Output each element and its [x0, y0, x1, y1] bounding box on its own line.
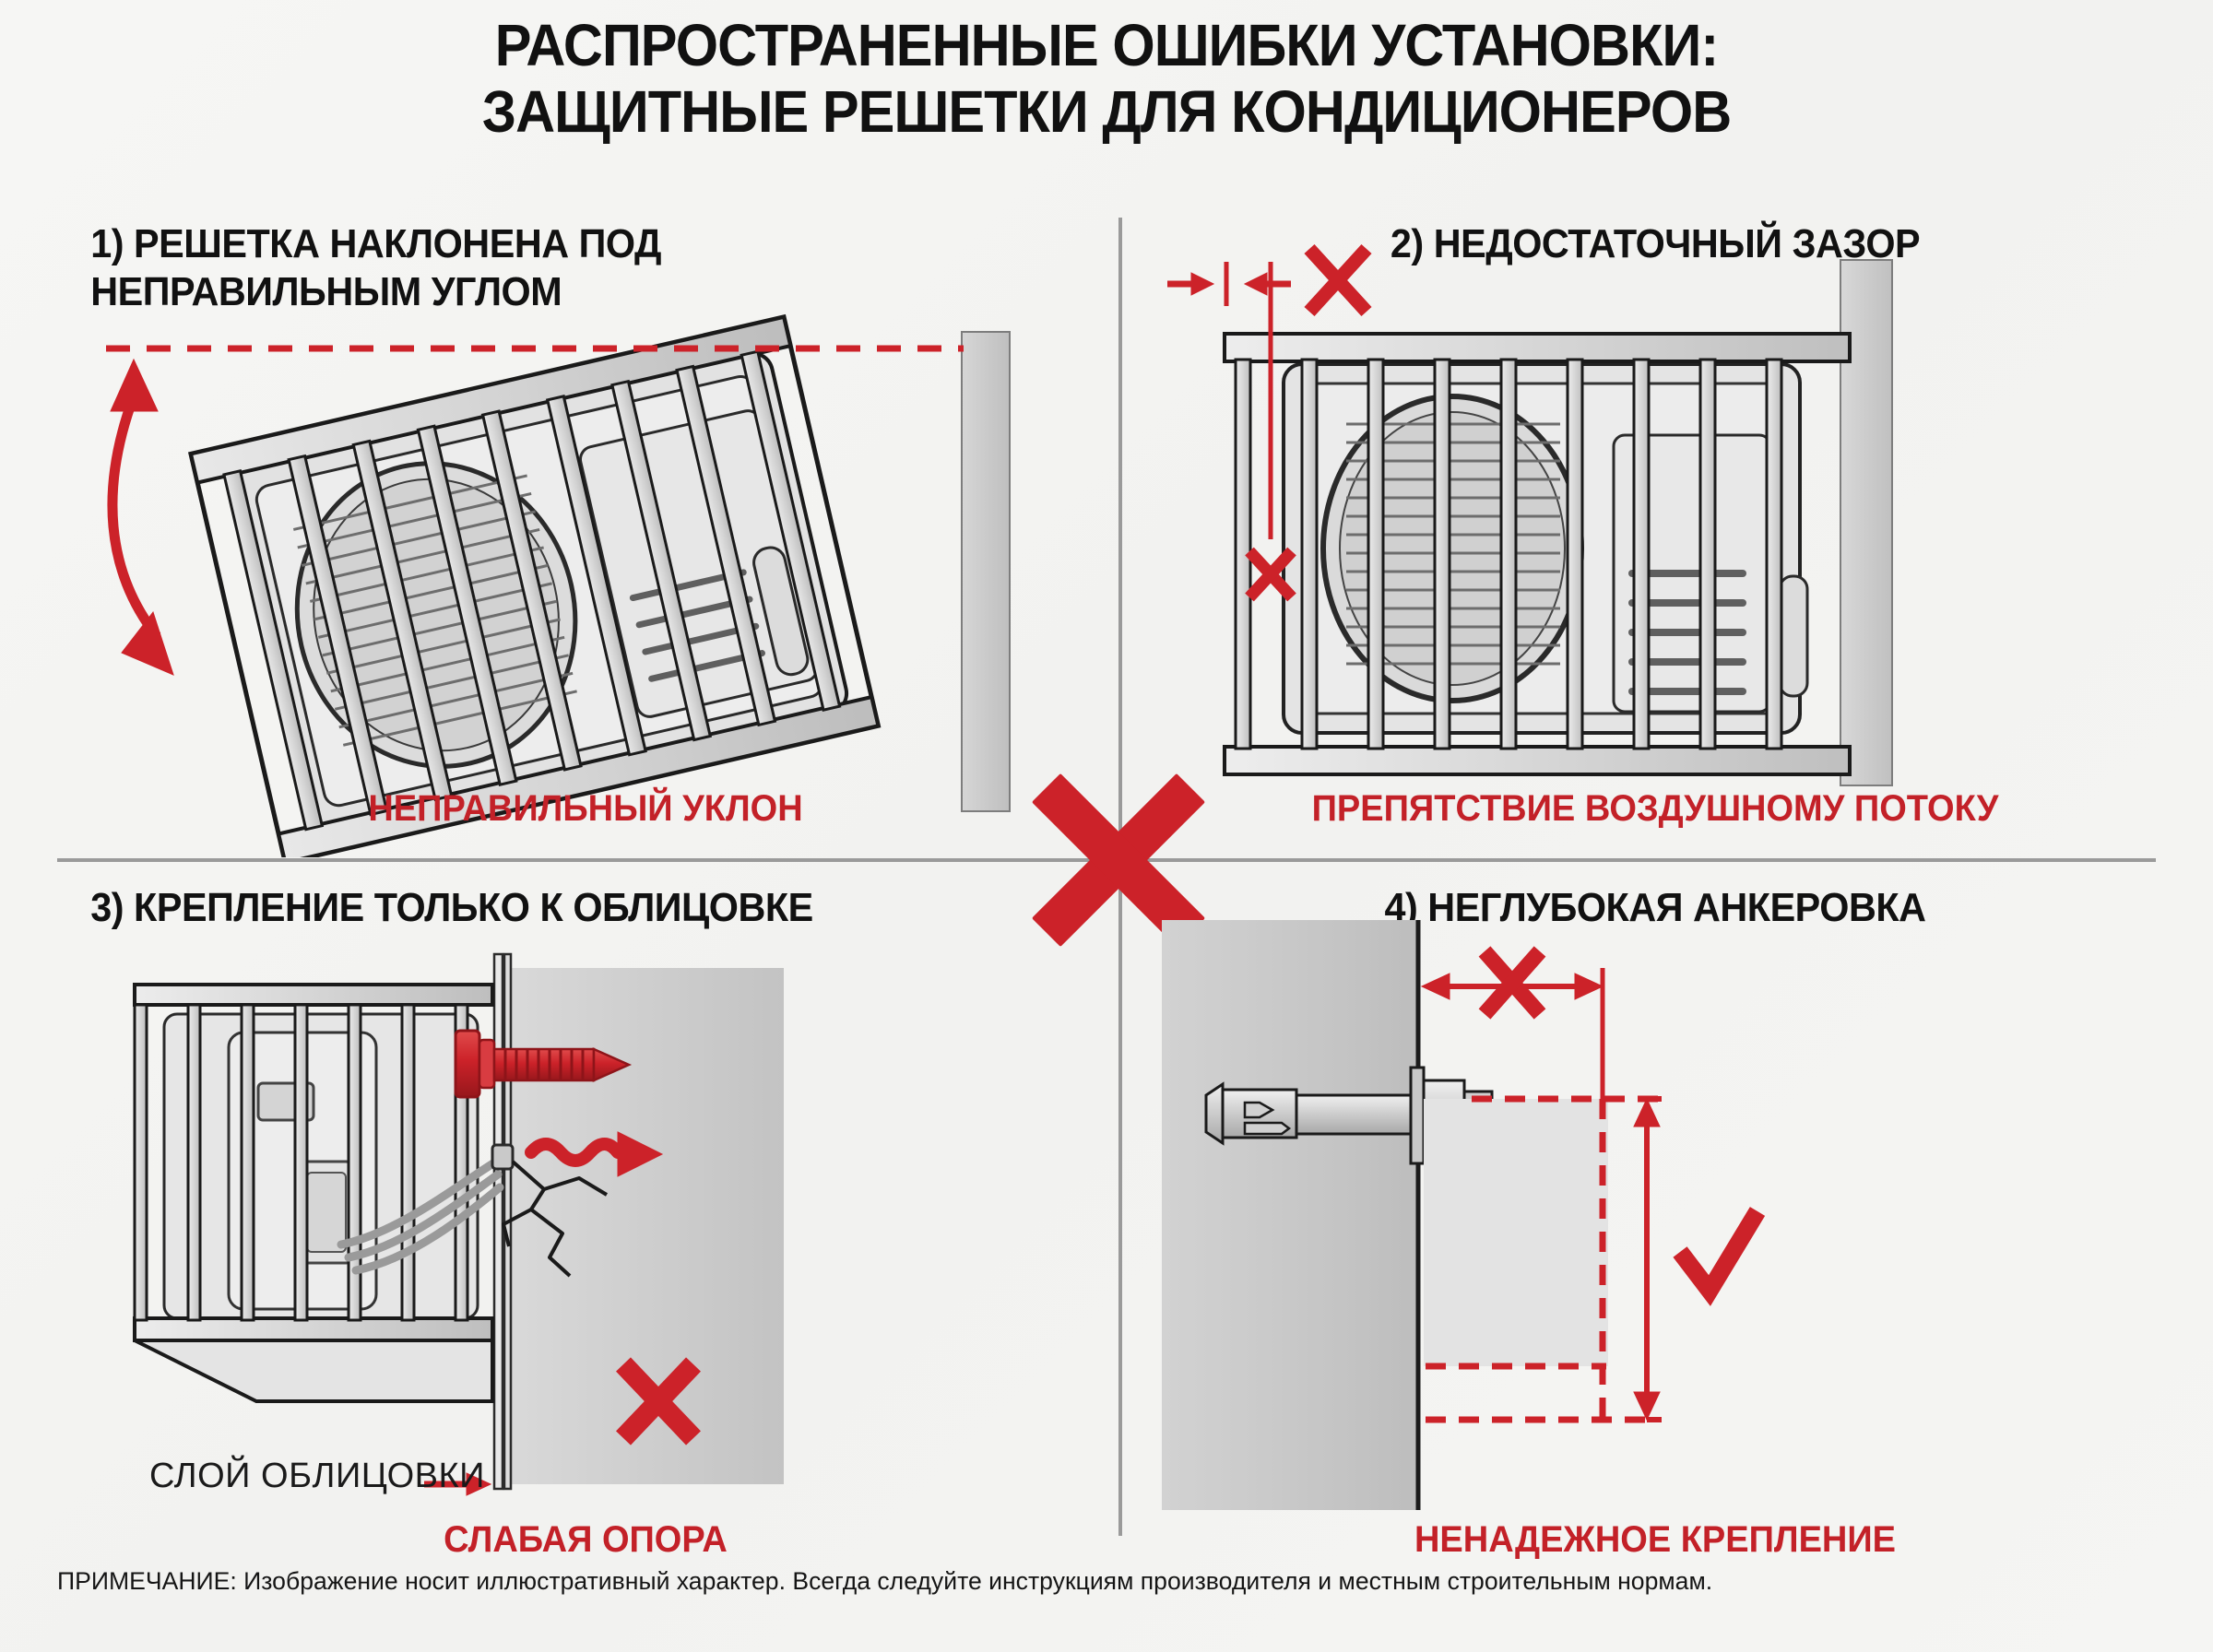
ac-unit: [1282, 362, 1809, 735]
panel-shallow-anchoring: 4) НЕГЛУБОКАЯ АНКЕРОВКА: [1134, 885, 2176, 1560]
protective-grille: [133, 983, 494, 1403]
red-x-icon-top: [1304, 243, 1372, 317]
panel-1-heading-line-2: НЕПРАВИЛЬНЫМ УГЛОМ: [90, 269, 562, 314]
title-line-2: ЗАЩИТНЫЕ РЕШЕТКИ ДЛЯ КОНДИЦИОНЕРОВ: [481, 77, 1732, 145]
ac-unit-with-grille: [187, 313, 882, 857]
panel-2-caption: ПРЕПЯТСТВИЕ ВОЗДУШНОМУ ПОТОКУ: [1311, 788, 1999, 829]
panel-1-heading-line-1: 1) РЕШЕТКА НАКЛОНЕНА ПОД: [90, 221, 662, 266]
cable-bundle: [337, 1157, 504, 1275]
panel-1-caption: НЕПРАВИЛЬНЫЙ УКЛОН: [368, 788, 803, 829]
panel-4-illustration: [1162, 920, 1766, 1510]
panel-4-heading-line-1: 4) НЕГЛУБОКАЯ АНКЕРОВКА: [1384, 885, 1926, 930]
panel-wrong-tilt: 1) РЕШЕТКА НАКЛОНЕНА ПОД НЕПРАВИЛЬНЫМ УГ…: [65, 221, 1106, 857]
panel-2-illustration: [1167, 243, 1893, 786]
panel-3-illustration: [133, 952, 784, 1496]
panel-insufficient-gap: 2) НЕДОСТАТОЧНЫЙ ЗАЗОР: [1134, 221, 2176, 857]
cladding-callout-arrow: [424, 1472, 492, 1496]
red-x-icon: [616, 1357, 701, 1446]
crack-lines: [502, 1160, 609, 1278]
red-horizontal-dimension-arrow-with-x: [1420, 946, 1605, 1099]
panel-2-heading-line-1: 2) НЕДОСТАТОЧНЫЙ ЗАЗОР: [1390, 221, 1921, 266]
panel-4-caption: НЕНАДЕЖНОЕ КРЕПЛЕНИЕ: [1414, 1519, 1897, 1560]
red-check-icon: [1673, 1207, 1766, 1306]
panel-3-heading-line-1: 3) КРЕПЛЕНИЕ ТОЛЬКО К ОБЛИЦОВКЕ: [90, 885, 813, 930]
cladding-layer-label: СЛОЙ ОБЛИЦОВКИ: [149, 1457, 485, 1495]
footer-note: ПРИМЕЧАНИЕ: Изображение носит иллюстрати…: [57, 1567, 1713, 1595]
panel-1-illustration: [106, 313, 1011, 857]
panel-fixed-to-cladding-only: 3) КРЕПЛЕНИЕ ТОЛЬКО К ОБЛИЦОВКЕ: [65, 885, 1106, 1560]
title-line-1: РАСПРОСТРАНЕННЫЕ ОШИБКИ УСТАНОВКИ:: [494, 12, 1719, 78]
red-curved-double-arrow: [107, 358, 174, 676]
panel-3-caption: СЛАБАЯ ОПОРА: [444, 1519, 728, 1560]
wall-slab: [961, 331, 1011, 812]
fixture-plate: [1424, 1099, 1608, 1366]
protective-grille: [1223, 332, 1852, 776]
red-screw-icon: [454, 1029, 633, 1099]
red-dashed-outline: [1426, 1095, 1660, 1423]
ac-unit: [162, 1012, 479, 1320]
red-vertical-line-with-x: [1245, 306, 1296, 602]
wall-slab: [1162, 920, 1418, 1510]
page-title: РАСПРОСТРАНЕННЫЕ ОШИБКИ УСТАНОВКИ: ЗАЩИТ…: [0, 12, 2213, 145]
red-gap-dimension-arrows: [1167, 262, 1291, 306]
red-wavy-pullout-arrow: [525, 1131, 664, 1177]
red-vertical-dimension-arrow: [1633, 1096, 1662, 1422]
